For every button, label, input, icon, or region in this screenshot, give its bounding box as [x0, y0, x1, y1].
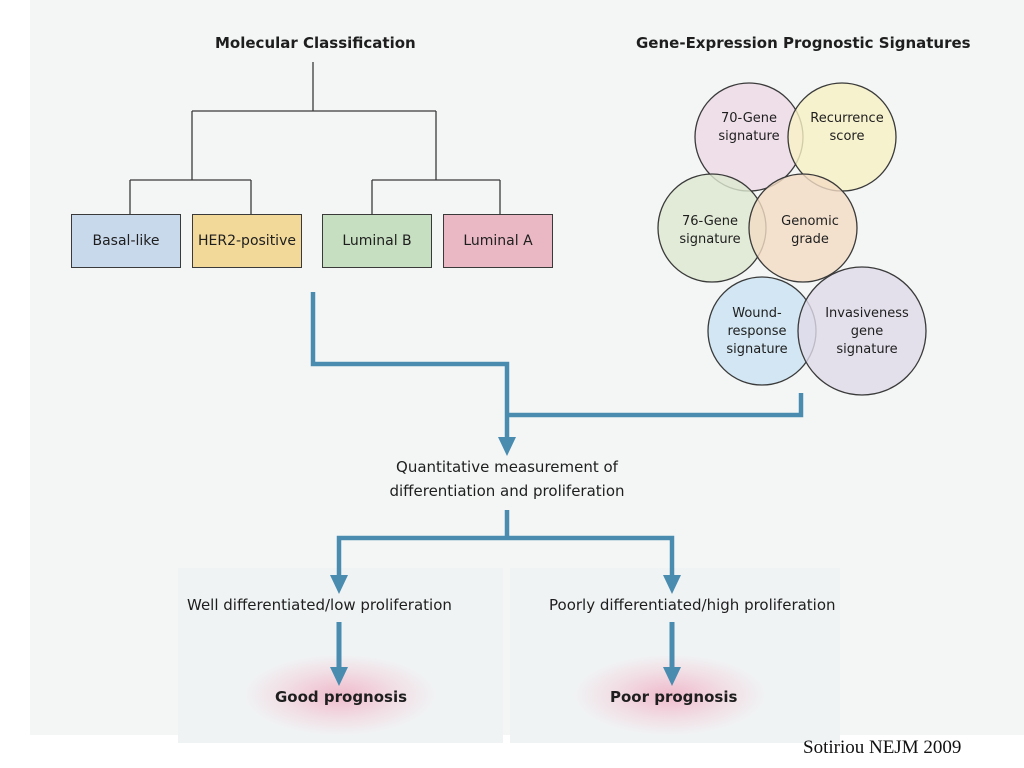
branch-label-poorly-differentiated: Poorly differentiated/high proliferation	[549, 596, 836, 614]
arrow-heads	[330, 437, 681, 686]
signature-label-line: grade	[791, 232, 829, 247]
arrow-head-poor	[663, 667, 681, 686]
measurement-line-2: differentiation and proliferation	[389, 482, 625, 500]
gene-expression-heading: Gene-Expression Prognostic Signatures	[636, 34, 971, 52]
good-prognosis-label: Good prognosis	[275, 688, 408, 706]
subtype-label: HER2-positive	[198, 233, 296, 249]
subtype-label: Luminal B	[342, 233, 412, 249]
signature-label-line: Wound-	[732, 306, 782, 321]
signature-label-70-gene: 70-Gene signature	[694, 110, 804, 146]
circle-invasiveness	[797, 266, 927, 396]
subtype-luminal-a: Luminal A	[443, 214, 553, 268]
signature-label-line: gene	[850, 324, 884, 339]
signature-label-line: signature	[718, 129, 780, 144]
signature-label-recurrence-score: Recurrence score	[792, 110, 902, 146]
signature-label-wound-response: Wound- response signature	[702, 305, 812, 359]
arrow-split-bar	[336, 535, 675, 578]
arrow-from-classification	[310, 292, 510, 440]
signature-circles	[657, 82, 927, 396]
signature-label-genomic-grade: Genomic grade	[755, 213, 865, 249]
signature-label-line: 76-Gene	[681, 214, 739, 229]
signature-label-line: signature	[836, 342, 898, 357]
arrow-head-measurement	[498, 437, 516, 456]
subtype-label: Luminal A	[463, 233, 533, 249]
subtype-label: Basal-like	[92, 233, 160, 249]
poor-prognosis-label: Poor prognosis	[610, 688, 738, 706]
signature-label-line: Recurrence	[810, 111, 884, 126]
arrow-head-left-branch	[330, 575, 348, 594]
arrow-from-signatures	[507, 393, 804, 418]
signature-label-line: Invasiveness	[825, 306, 909, 321]
signature-label-line: Genomic	[781, 214, 839, 229]
flow-arrows	[310, 292, 804, 670]
signature-label-line: 70-Gene	[720, 111, 778, 126]
branch-label-well-differentiated: Well differentiated/low proliferation	[187, 596, 452, 614]
subtype-her2-positive: HER2-positive	[192, 214, 302, 268]
signature-label-line: response	[727, 324, 787, 339]
subtype-basal-like: Basal-like	[71, 214, 181, 268]
citation-credit: Sotiriou NEJM 2009	[803, 737, 962, 758]
signature-label-line: score	[829, 129, 865, 144]
subtype-luminal-b: Luminal B	[322, 214, 432, 268]
molecular-classification-heading: Molecular Classification	[215, 34, 416, 52]
signature-label-76-gene: 76-Gene signature	[655, 213, 765, 249]
signature-label-line: signature	[726, 342, 788, 357]
classification-tree	[129, 62, 501, 214]
measurement-label: Quantitative measurement of differentiat…	[357, 455, 657, 503]
measurement-line-1: Quantitative measurement of	[396, 458, 618, 476]
signature-label-invasiveness: Invasiveness gene signature	[807, 305, 927, 359]
arrow-head-right-branch	[663, 575, 681, 594]
circle-genomic-grade	[748, 173, 858, 283]
signature-label-line: signature	[679, 232, 741, 247]
arrow-head-good	[330, 667, 348, 686]
